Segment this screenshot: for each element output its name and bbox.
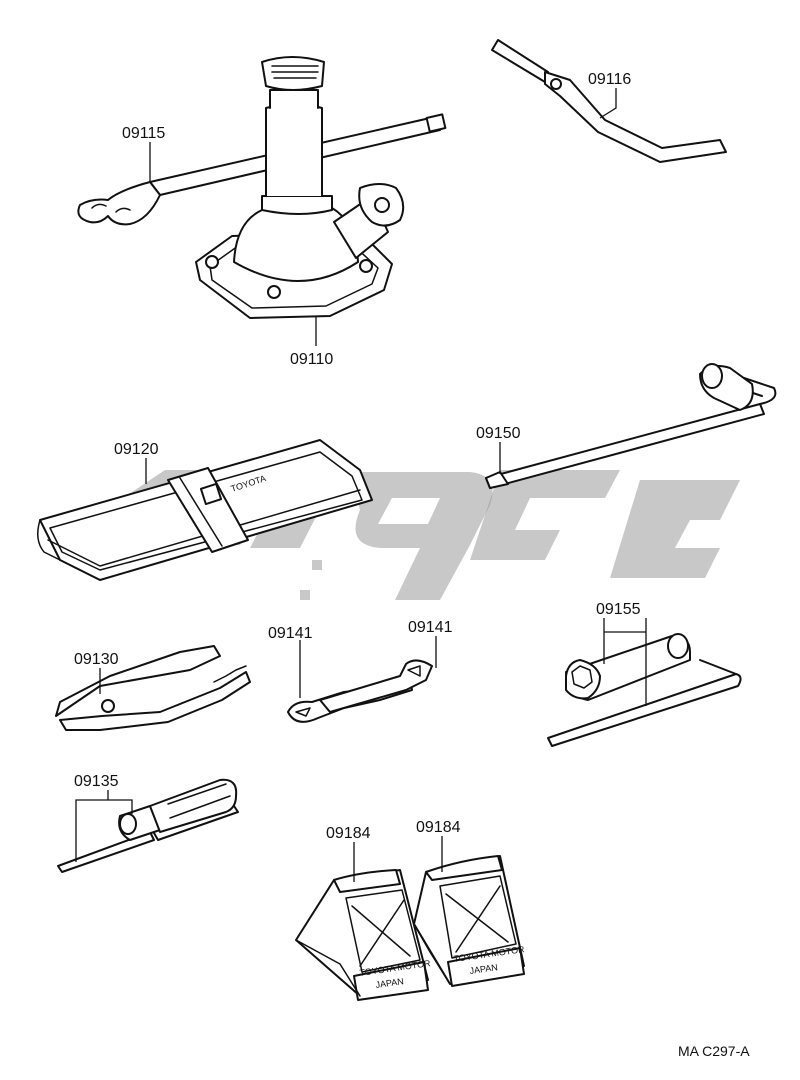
- part-labels: 09115 09116 09110 09120 09150 09130 0914…: [74, 71, 641, 842]
- part-label-09110: 09110: [290, 351, 333, 368]
- pliers-drawing: [55, 645, 251, 731]
- part-label-09141-a: 09141: [268, 625, 313, 642]
- part-label-09135: 09135: [74, 773, 119, 790]
- part-label-09184-b: 09184: [416, 819, 461, 836]
- part-label-09130: 09130: [74, 651, 119, 668]
- part-label-09141-b: 09141: [408, 619, 453, 636]
- part-label-09150: 09150: [476, 425, 521, 442]
- jack-drawing: [195, 56, 405, 319]
- chock-a-imprint-line2: JAPAN: [375, 976, 404, 990]
- diagram-code: MA C297-A: [678, 1043, 750, 1059]
- wheel-nut-wrench-drawing: [485, 363, 777, 489]
- screwdriver-drawing: [57, 778, 239, 873]
- part-label-09155: 09155: [596, 601, 641, 618]
- wrenches-drawing: [287, 659, 433, 723]
- leader-lines: [75, 88, 647, 882]
- chock-b-imprint-line2: JAPAN: [469, 962, 498, 976]
- wheel-chock-b-drawing: TOYOTA MOTOR JAPAN: [413, 855, 526, 987]
- handle-extension-drawing: [491, 39, 727, 163]
- part-label-09115: 09115: [122, 125, 165, 142]
- part-label-09184-a: 09184: [326, 825, 371, 842]
- plug-wrench-drawing: [547, 633, 742, 747]
- part-label-09116: 09116: [588, 71, 631, 88]
- part-label-09120: 09120: [114, 441, 159, 458]
- wheel-chock-a-drawing: TOYOTA MOTOR JAPAN: [295, 869, 432, 1001]
- tool-bag-drawing: [37, 439, 373, 581]
